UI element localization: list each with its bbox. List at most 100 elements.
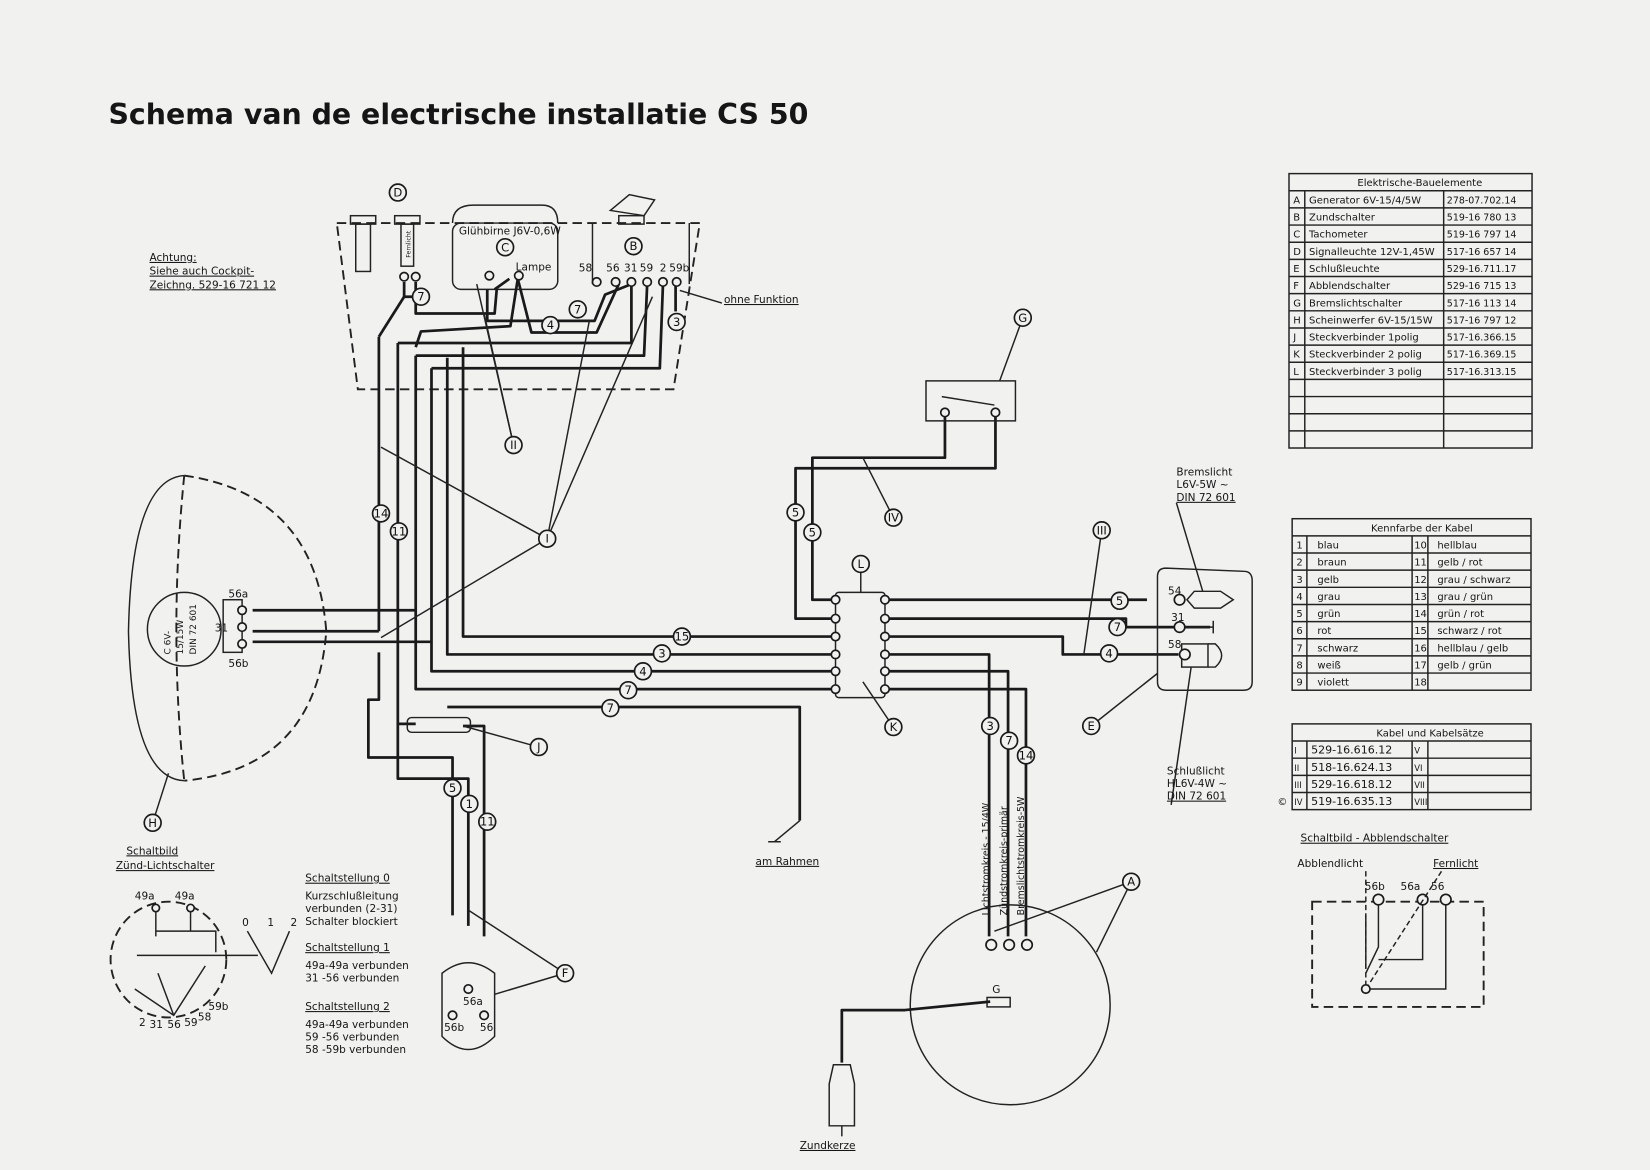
svg-text:31: 31 <box>215 622 228 634</box>
svg-text:G: G <box>992 984 1000 996</box>
row-part: 517-16.366.15 <box>1447 333 1517 344</box>
svg-text:11: 11 <box>480 815 495 829</box>
svg-text:4: 4 <box>639 664 646 678</box>
row-key: H <box>1293 315 1301 326</box>
svg-text:II: II <box>510 438 517 452</box>
svg-text:56a: 56a <box>1401 881 1421 893</box>
svg-text:J: J <box>536 740 540 754</box>
svg-text:0: 0 <box>242 917 249 929</box>
svg-text:7: 7 <box>607 701 614 715</box>
svg-text:Achtung:: Achtung: <box>150 252 197 264</box>
marker: 4 <box>1099 644 1119 663</box>
row-name: Generator 6V-15/4/5W <box>1309 195 1421 206</box>
color-name: braun <box>1317 558 1346 569</box>
cable-key: III <box>1294 780 1301 790</box>
tachometer-c <box>451 222 559 291</box>
svg-text:A: A <box>1127 875 1135 889</box>
svg-text:31: 31 <box>624 262 637 274</box>
svg-text:3: 3 <box>658 646 665 660</box>
svg-text:31: 31 <box>150 1019 163 1031</box>
svg-text:4: 4 <box>1105 646 1112 660</box>
svg-text:7: 7 <box>1005 734 1012 748</box>
row-key: A <box>1293 195 1300 206</box>
ground-label: am Rahmen <box>756 856 820 868</box>
color-name: blau <box>1317 540 1339 551</box>
switch-b-terminals: 58 56 31 59 2 59b <box>579 262 690 274</box>
row-name: Abblendschalter <box>1309 281 1391 292</box>
svg-text:Fernlicht: Fernlicht <box>1433 858 1478 870</box>
marker: D <box>388 183 408 202</box>
svg-text:7: 7 <box>1114 620 1121 634</box>
svg-text:Schaltbild: Schaltbild <box>126 845 178 857</box>
row-key: F <box>1293 281 1299 292</box>
cable-colors-table <box>1291 517 1532 691</box>
svg-text:D: D <box>393 186 402 200</box>
svg-text:Zeichng. 529-16 721 12: Zeichng. 529-16 721 12 <box>150 279 276 291</box>
row-part: 517-16 113 14 <box>1447 298 1517 309</box>
svg-text:5: 5 <box>1116 594 1123 608</box>
marker: 15 <box>672 627 692 646</box>
marker: 14 <box>1016 746 1036 765</box>
svg-text:58: 58 <box>579 262 592 274</box>
svg-text:Kurzschlußleitung: Kurzschlußleitung <box>305 891 398 903</box>
marker: C <box>495 237 515 257</box>
color-number: 11 <box>1414 558 1427 569</box>
svg-text:Bremslichtstromkreis-5W: Bremslichtstromkreis-5W <box>1016 796 1027 916</box>
cable-key: IV <box>1294 797 1302 807</box>
marker: 5 <box>803 523 822 542</box>
row-name: Steckverbinder 3 polig <box>1309 367 1422 378</box>
color-number: 1 <box>1296 540 1302 551</box>
row-name: Tachometer <box>1308 230 1368 241</box>
svg-text:H: H <box>148 816 157 830</box>
svg-text:59 -56 verbunden: 59 -56 verbunden <box>305 1032 399 1044</box>
row-key: G <box>1293 298 1301 309</box>
svg-text:C 6V-: C 6V- <box>164 631 174 655</box>
svg-text:Glühbirne J6V-0,6W: Glühbirne J6V-0,6W <box>459 226 561 238</box>
spark-plug-icon: Zundkerze <box>800 1064 856 1152</box>
svg-text:IV: IV <box>888 511 899 525</box>
svg-text:7: 7 <box>417 290 424 304</box>
color-name: rot <box>1317 626 1331 637</box>
row-part: 517-16 657 14 <box>1447 247 1517 258</box>
svg-text:3: 3 <box>987 719 994 733</box>
svg-text:7: 7 <box>574 302 581 316</box>
svg-text:58: 58 <box>198 1012 211 1024</box>
svg-text:DIN 72 601: DIN 72 601 <box>189 604 199 654</box>
row-name: Signalleuchte 12V-1,45W <box>1309 247 1435 258</box>
svg-text:56a: 56a <box>228 589 248 601</box>
ignition-light-switch-diagram: Schaltbild Zünd-Lichtschalter 49a 49a 2 … <box>109 845 297 1031</box>
row-part: 517-16.369.15 <box>1447 350 1517 361</box>
color-number: 4 <box>1296 592 1302 603</box>
svg-text:58: 58 <box>1168 639 1181 651</box>
ohne-funktion-label: ohne Funktion <box>724 294 799 306</box>
color-name: weiß <box>1317 661 1340 672</box>
svg-text:49a-49a verbunden: 49a-49a verbunden <box>305 960 409 972</box>
color-name: grün <box>1317 609 1340 620</box>
table-title: Kennfarbe der Kabel <box>1371 523 1473 534</box>
marker: 1 <box>460 794 479 814</box>
marker: 11 <box>389 522 409 541</box>
ignition-key-icon <box>608 193 656 217</box>
cables-table <box>1291 723 1532 811</box>
wire-markers: D C B 7 7 4 3 G II IV I 14 11 5 5 III L … <box>143 183 1141 983</box>
svg-text:5: 5 <box>792 505 799 519</box>
row-key: L <box>1293 367 1299 378</box>
color-number: 14 <box>1414 609 1427 620</box>
color-number: 13 <box>1414 592 1427 603</box>
svg-text:3: 3 <box>673 315 680 329</box>
color-number: 16 <box>1414 643 1427 654</box>
color-name: schwarz <box>1317 643 1358 654</box>
svg-text:2: 2 <box>139 1017 146 1029</box>
color-number: 15 <box>1414 626 1427 637</box>
svg-text:15/15W: 15/15W <box>176 620 186 655</box>
cable-key: VI <box>1414 763 1422 773</box>
svg-text:Zünd-Lichtschalter: Zünd-Lichtschalter <box>116 860 215 872</box>
row-name: Scheinwerfer 6V-15/15W <box>1309 315 1433 326</box>
svg-text:Zundkerze: Zundkerze <box>800 1140 856 1152</box>
copyright-mark: © <box>1277 797 1287 808</box>
brake-light-label: Bremslicht L6V-5W ~ DIN 72 601 <box>1176 467 1235 504</box>
marker: A <box>1121 872 1141 891</box>
color-name: violett <box>1317 678 1349 689</box>
row-key: J <box>1292 333 1296 344</box>
